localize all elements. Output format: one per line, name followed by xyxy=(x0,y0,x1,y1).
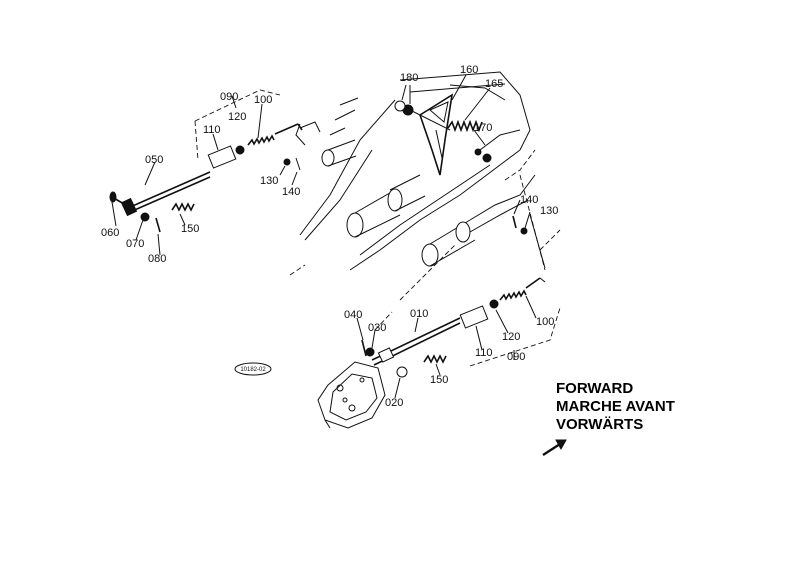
lower-rod-assembly xyxy=(361,174,561,378)
label-070: 070 xyxy=(126,238,144,250)
arrow-forward-icon xyxy=(542,439,567,457)
label-130-left: 130 xyxy=(260,175,278,187)
direction-forward: FORWARD xyxy=(556,380,633,397)
label-110-left: 110 xyxy=(203,124,221,136)
label-090-right: 090 xyxy=(507,351,525,363)
label-120-right: 120 xyxy=(502,331,520,343)
part-labels: 180 160 165 170 090 120 100 110 050 130 … xyxy=(101,64,558,409)
label-150-right: 150 xyxy=(430,374,448,386)
direction-vorwaerts: VORWÄRTS xyxy=(556,416,643,433)
pedal-body xyxy=(317,361,386,429)
label-060: 060 xyxy=(101,227,119,239)
shaft-cylinders xyxy=(321,139,476,267)
label-100-left: 100 xyxy=(254,94,272,106)
leader-lines xyxy=(111,74,537,399)
label-080: 080 xyxy=(148,253,166,265)
label-090-left: 090 xyxy=(220,91,238,103)
label-150-left: 150 xyxy=(181,223,199,235)
direction-marche-avant: MARCHE AVANT xyxy=(556,398,675,415)
spring-165 xyxy=(447,119,483,133)
label-140-left: 140 xyxy=(282,186,300,198)
direction-legend: FORWARD MARCHE AVANT VORWÄRTS xyxy=(542,380,675,457)
label-010: 010 xyxy=(410,308,428,320)
label-170: 170 xyxy=(474,122,492,134)
label-160: 160 xyxy=(460,64,478,76)
label-030: 030 xyxy=(368,322,386,334)
label-130-right: 130 xyxy=(540,205,558,217)
label-050: 050 xyxy=(145,154,163,166)
label-020: 020 xyxy=(385,397,403,409)
label-140-right: 140 xyxy=(520,194,538,206)
label-040: 040 xyxy=(344,309,362,321)
pedal-assembly xyxy=(394,93,492,176)
diagram-code: 10182-02 xyxy=(240,367,266,373)
diagram-code-stamp: 10182-02 xyxy=(234,362,272,376)
label-110-right: 110 xyxy=(475,347,493,359)
frame-outline xyxy=(289,71,561,331)
upper-rod-assembly xyxy=(109,89,321,233)
label-165: 165 xyxy=(485,78,503,90)
label-180: 180 xyxy=(400,72,418,84)
label-100-right: 100 xyxy=(536,316,554,328)
label-120-left: 120 xyxy=(228,111,246,123)
